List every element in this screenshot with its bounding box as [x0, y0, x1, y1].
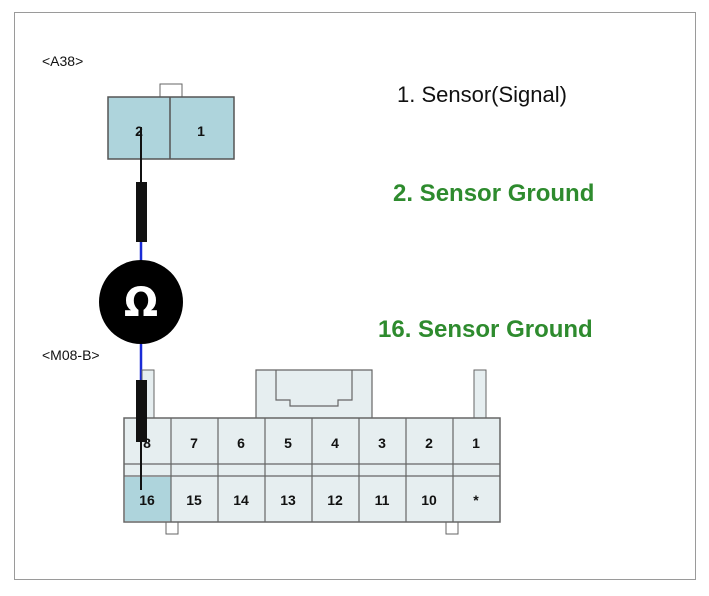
connector-m08b-latches: [141, 369, 487, 535]
connector-a38-body: [107, 96, 235, 160]
pin-label: 4: [331, 435, 339, 451]
probe-tip-top: [136, 182, 147, 242]
connector-m08b-top-row: 8 7 6 5 4 3 2 1: [143, 435, 480, 451]
connector-m08b-label: <M08-B>: [42, 347, 100, 363]
pin-label: 1: [472, 435, 480, 451]
pin-label: 11: [375, 492, 390, 508]
connector-a38-pin-1: 1: [197, 123, 205, 139]
ohm-symbol: Ω: [124, 280, 158, 326]
ohmmeter-icon: [99, 260, 183, 344]
pin-label: 2: [425, 435, 433, 451]
pin-label: 8: [143, 435, 151, 451]
pin-label: 14: [233, 492, 249, 508]
pin-label: 12: [327, 492, 343, 508]
probe-tip-bottom: [136, 380, 147, 442]
pin-label: *: [473, 492, 479, 508]
pin-label: 3: [378, 435, 386, 451]
pin-label: 13: [280, 492, 296, 508]
legend-item-sensor-ground-16: 16. Sensor Ground: [378, 316, 593, 343]
legend-item-sensor-signal: 1. Sensor(Signal): [397, 82, 567, 107]
connector-a38-latch: [159, 83, 183, 99]
legend-item-sensor-ground-2: 2. Sensor Ground: [393, 180, 594, 207]
ohmmeter: Ω: [99, 260, 183, 344]
pin-label: 15: [186, 492, 202, 508]
pin-label: 10: [421, 492, 437, 508]
pin-label: 7: [190, 435, 198, 451]
pin-label: 6: [237, 435, 245, 451]
pin-label: 5: [284, 435, 292, 451]
connector-a38-pin-2: 2: [135, 123, 143, 139]
connector-a38-label: <A38>: [42, 53, 83, 69]
connector-m08b-body: [123, 417, 501, 523]
connector-m08b-bottom-row: 16 15 14 13 12 11 10 *: [139, 492, 479, 508]
diagram-frame: [14, 12, 696, 580]
pin-label: 16: [139, 492, 155, 508]
